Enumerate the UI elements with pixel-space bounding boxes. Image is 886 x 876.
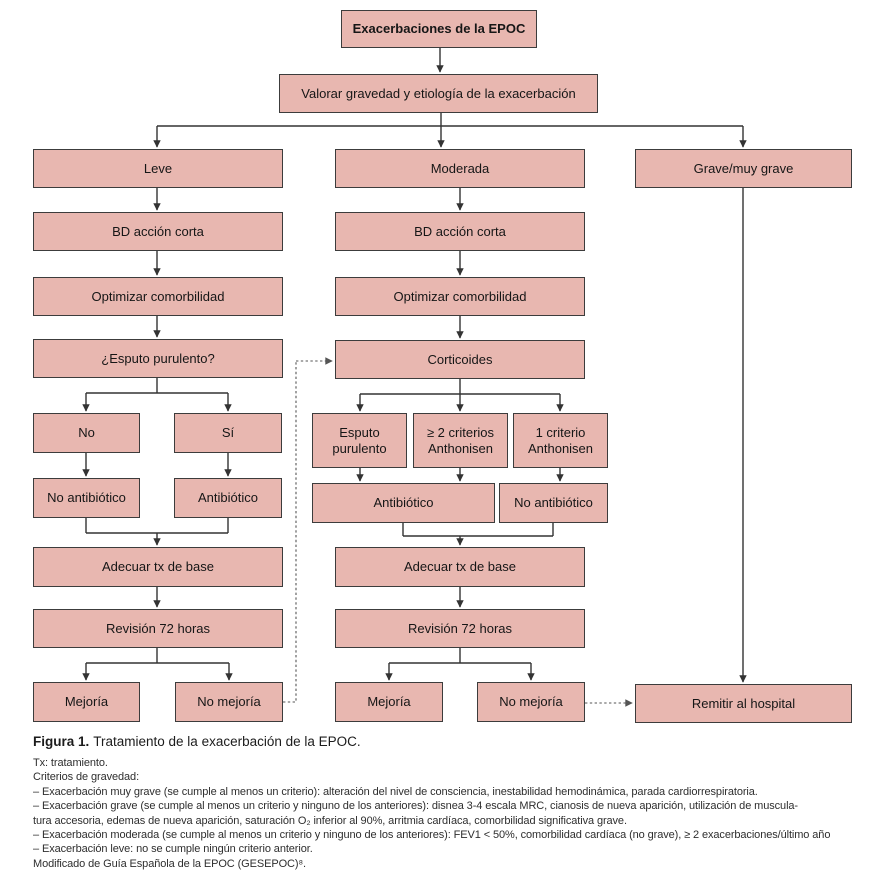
node-optimizar-comorbilidad-leve: Optimizar comorbilidad bbox=[33, 277, 283, 316]
footnote-grave-2: tura accesoria, edemas de nueva aparició… bbox=[33, 814, 627, 827]
node-no-antibiotico-leve: No antibiótico bbox=[33, 478, 140, 518]
node-exacerbaciones-epoc: Exacerbaciones de la EPOC bbox=[341, 10, 537, 48]
node-remitir-hospital: Remitir al hospital bbox=[635, 684, 852, 723]
caption-label: Figura 1. bbox=[33, 734, 90, 749]
node-leve: Leve bbox=[33, 149, 283, 188]
node-no-mejoria-leve: No mejoría bbox=[175, 682, 283, 722]
node-antibiotico-leve: Antibiótico bbox=[174, 478, 282, 518]
footnote-moderada: – Exacerbación moderada (se cumple al me… bbox=[33, 829, 831, 842]
caption-text: Tratamiento de la exacerbación de la EPO… bbox=[93, 734, 361, 749]
node-revision-72-leve: Revisión 72 horas bbox=[33, 609, 283, 648]
node-bd-accion-corta-moderada: BD acción corta bbox=[335, 212, 585, 251]
node-no-antibiotico-moderada: No antibiótico bbox=[499, 483, 608, 523]
footnote-leve: – Exacerbación leve: no se cumple ningún… bbox=[33, 843, 313, 856]
node-no-mejoria-moderada: No mejoría bbox=[477, 682, 585, 722]
figure-footnotes: Tx: tratamiento. Criterios de gravedad: … bbox=[33, 756, 867, 871]
node-mejoria-moderada: Mejoría bbox=[335, 682, 443, 722]
node-2-criterios-anthonisen: ≥ 2 criterios Anthonisen bbox=[413, 413, 508, 468]
node-valorar-gravedad: Valorar gravedad y etiología de la exace… bbox=[279, 74, 598, 113]
node-esputo-purulento-pregunta: ¿Esputo purulento? bbox=[33, 339, 283, 378]
node-adecuar-tx-moderada: Adecuar tx de base bbox=[335, 547, 585, 587]
figure-caption: Figura 1.Tratamiento de la exacerbación … bbox=[33, 734, 863, 749]
node-no: No bbox=[33, 413, 140, 453]
node-optimizar-comorbilidad-moderada: Optimizar comorbilidad bbox=[335, 277, 585, 316]
node-si: Sí bbox=[174, 413, 282, 453]
footnote-criterios-gravedad: Criterios de gravedad: bbox=[33, 771, 140, 784]
footnote-muy-grave: – Exacerbación muy grave (se cumple al m… bbox=[33, 785, 758, 798]
node-mejoria-leve: Mejoría bbox=[33, 682, 140, 722]
footnote-grave-1: – Exacerbación grave (se cumple al menos… bbox=[33, 800, 798, 813]
node-revision-72-moderada: Revisión 72 horas bbox=[335, 609, 585, 648]
node-corticoides: Corticoides bbox=[335, 340, 585, 379]
node-moderada: Moderada bbox=[335, 149, 585, 188]
node-adecuar-tx-leve: Adecuar tx de base bbox=[33, 547, 283, 587]
footnote-fuente: Modificado de Guía Española de la EPOC (… bbox=[33, 857, 306, 870]
node-antibiotico-moderada: Antibiótico bbox=[312, 483, 495, 523]
footnote-tx: Tx: tratamiento. bbox=[33, 757, 108, 769]
node-bd-accion-corta-leve: BD acción corta bbox=[33, 212, 283, 251]
node-grave-muy-grave: Grave/muy grave bbox=[635, 149, 852, 188]
node-esputo-purulento: Esputo purulento bbox=[312, 413, 407, 468]
node-1-criterio-anthonisen: 1 criterio Anthonisen bbox=[513, 413, 608, 468]
